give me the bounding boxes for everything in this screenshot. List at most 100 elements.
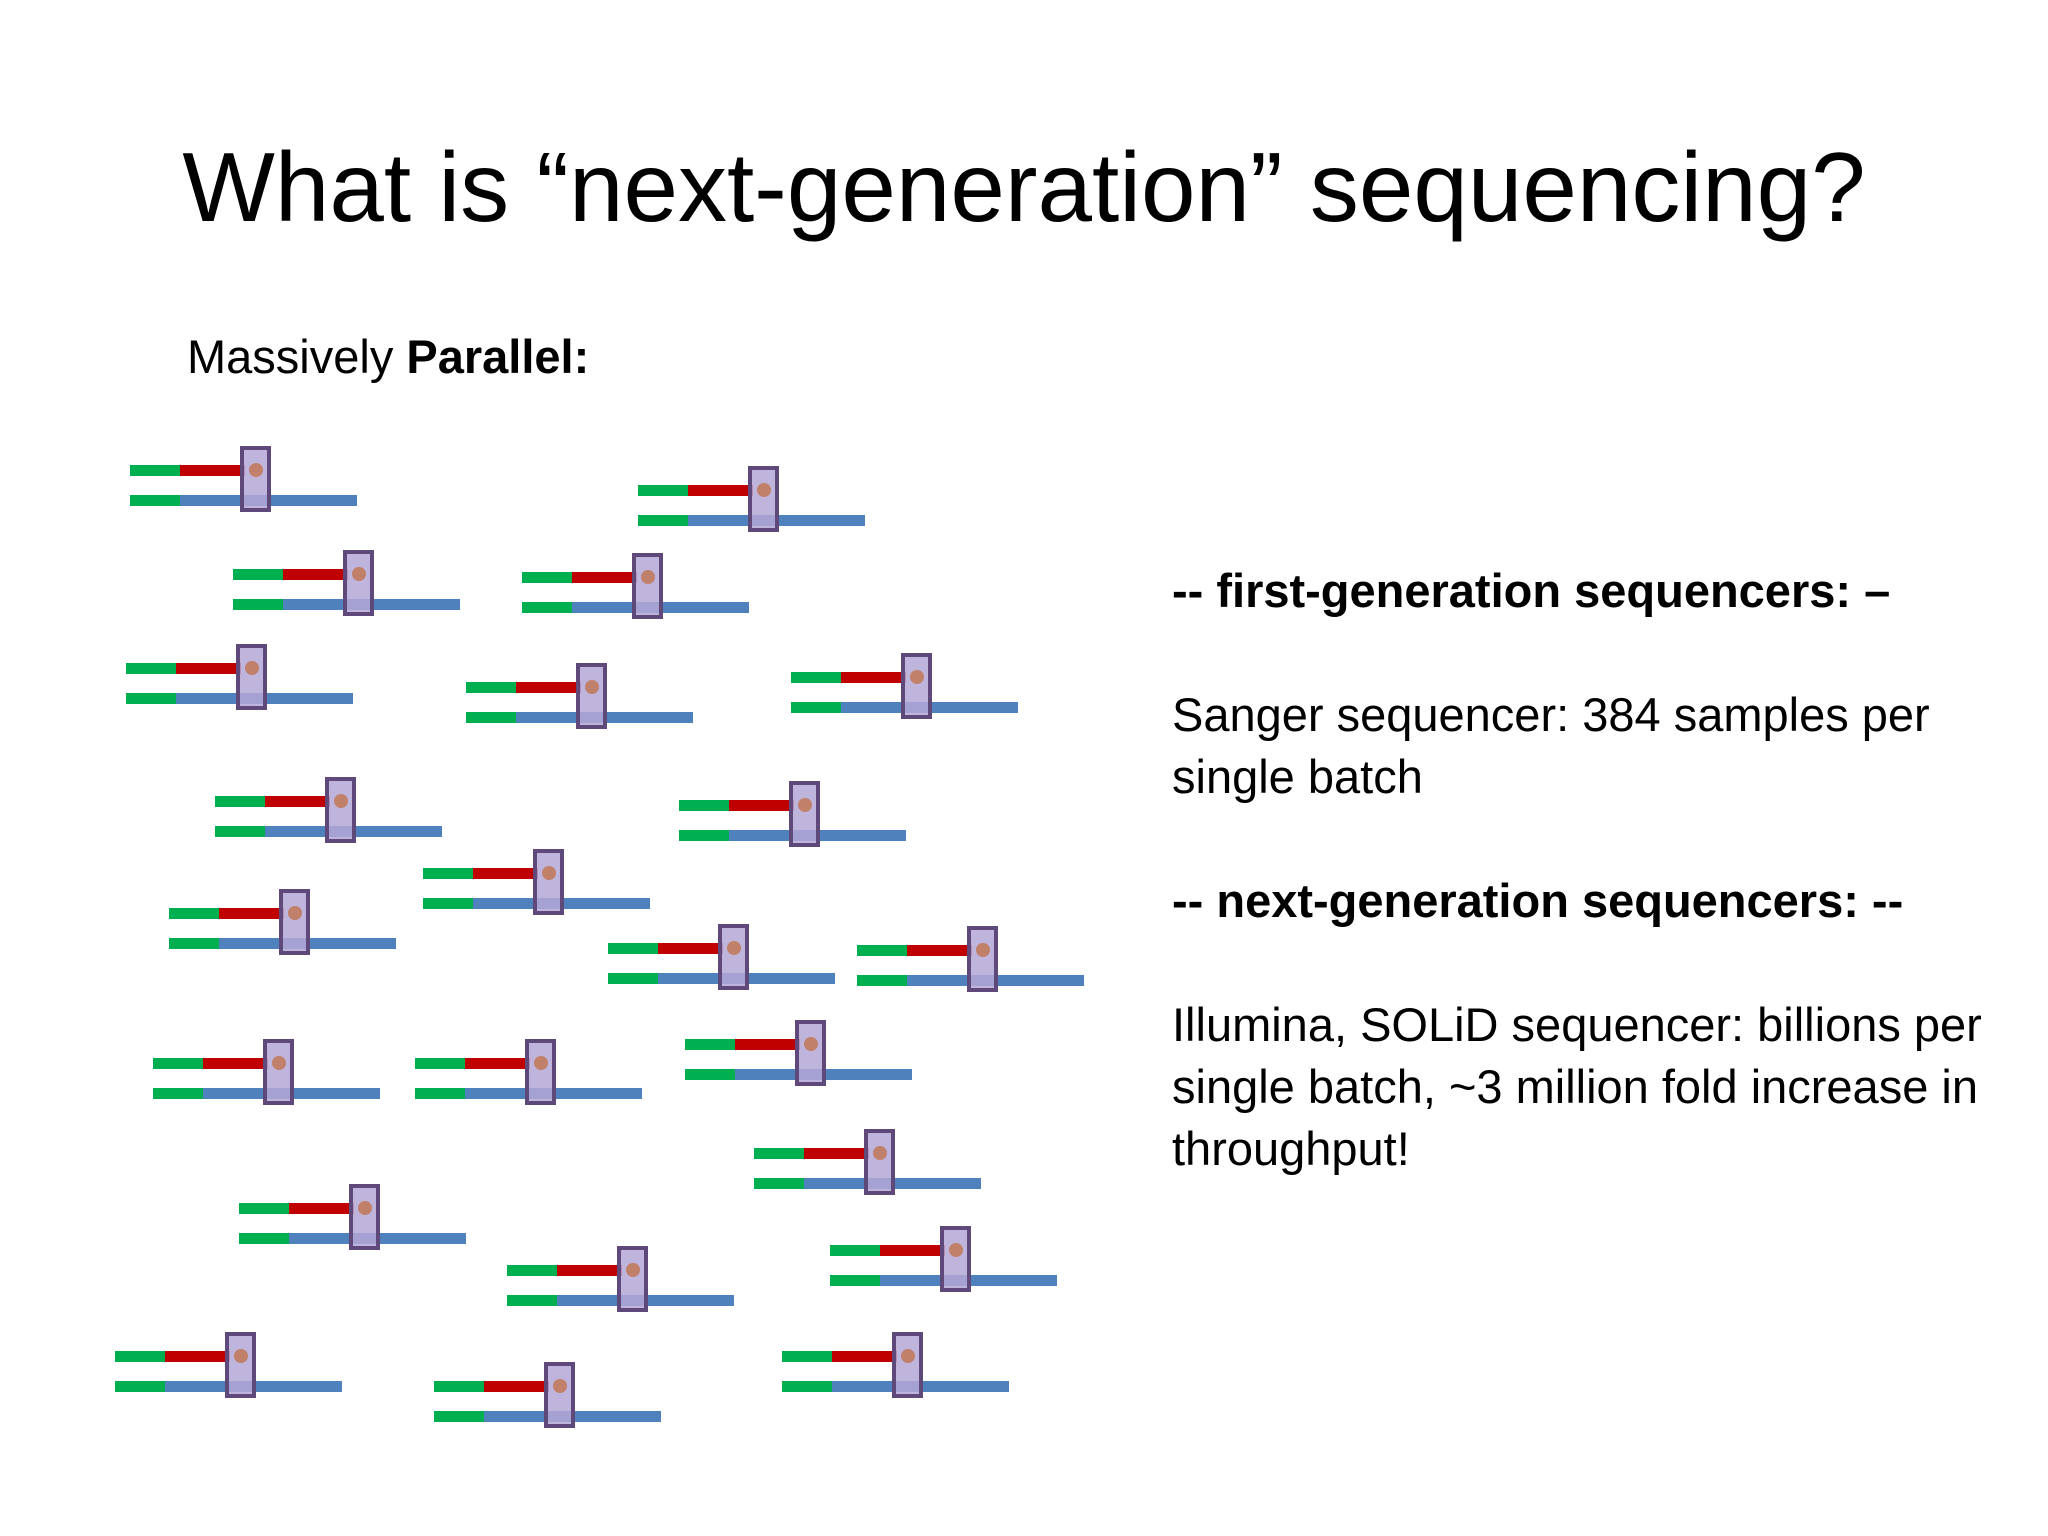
read-adapter-top [830, 1245, 880, 1256]
read-adapter-bottom [169, 938, 219, 949]
polymerase-box [901, 653, 932, 719]
sequencing-read [215, 777, 442, 843]
read-adapter-top [638, 485, 688, 496]
read-adapter-bottom [791, 702, 841, 713]
sequencing-read [233, 550, 460, 616]
polymerase-box [789, 781, 820, 847]
nucleotide-dot [976, 943, 990, 957]
polymerase-box [617, 1246, 648, 1312]
next-gen-body: Illumina, SOLiD sequencer: billions per … [1172, 998, 1982, 1175]
nucleotide-dot [358, 1201, 372, 1215]
sequencing-read [522, 553, 749, 619]
read-adapter-bottom [857, 975, 907, 986]
read-primer [203, 1058, 268, 1069]
sequencing-read [638, 466, 865, 532]
polymerase-box [748, 466, 779, 532]
sequencing-read [466, 663, 693, 729]
nucleotide-dot [910, 670, 924, 684]
read-adapter-bottom [754, 1178, 804, 1189]
sequencing-read [434, 1362, 661, 1428]
read-primer [473, 868, 538, 879]
read-adapter-top [126, 663, 176, 674]
sequencing-read [830, 1226, 1057, 1292]
read-primer [572, 572, 637, 583]
polymerase-box [236, 644, 267, 710]
read-adapter-top [239, 1203, 289, 1214]
nucleotide-dot [798, 798, 812, 812]
sequencing-read [754, 1129, 981, 1195]
read-adapter-bottom [434, 1411, 484, 1422]
polymerase-box [279, 889, 310, 955]
read-primer [729, 800, 794, 811]
read-primer [180, 465, 245, 476]
read-adapter-bottom [126, 693, 176, 704]
nucleotide-dot [641, 570, 655, 584]
read-adapter-bottom [782, 1381, 832, 1392]
sequencing-read [782, 1332, 1009, 1398]
first-gen-heading: -- first-generation sequencers: – [1172, 564, 1891, 617]
read-adapter-top [153, 1058, 203, 1069]
read-adapter-top [857, 945, 907, 956]
polymerase-box [533, 849, 564, 915]
subtitle-prefix: Massively [187, 330, 407, 383]
sequencing-read [679, 781, 906, 847]
read-primer [658, 943, 723, 954]
polymerase-box [576, 663, 607, 729]
polymerase-box [940, 1226, 971, 1292]
read-adapter-top [466, 682, 516, 693]
sequencing-read [791, 653, 1018, 719]
read-primer [283, 569, 348, 580]
read-primer [688, 485, 753, 496]
polymerase-box [544, 1362, 575, 1428]
read-primer [484, 1381, 549, 1392]
read-adapter-bottom [638, 515, 688, 526]
sequencing-read [130, 446, 357, 512]
read-primer [289, 1203, 354, 1214]
read-adapter-top [507, 1265, 557, 1276]
read-primer [465, 1058, 530, 1069]
read-adapter-top [434, 1381, 484, 1392]
nucleotide-dot [249, 463, 263, 477]
subtitle-bold: Parallel: [406, 330, 590, 383]
polymerase-box [349, 1184, 380, 1250]
polymerase-box [864, 1129, 895, 1195]
nucleotide-dot [727, 941, 741, 955]
read-adapter-bottom [215, 826, 265, 837]
nucleotide-dot [804, 1037, 818, 1051]
sequencing-reads-illustration [115, 446, 1084, 1428]
read-adapter-top [754, 1148, 804, 1159]
sequencing-read [153, 1039, 380, 1105]
sequencing-read [423, 849, 650, 915]
first-gen-body: Sanger sequencer: 384 samples per single… [1172, 688, 1930, 803]
read-adapter-top [415, 1058, 465, 1069]
nucleotide-dot [757, 483, 771, 497]
polymerase-box [263, 1039, 294, 1105]
read-adapter-bottom [830, 1275, 880, 1286]
nucleotide-dot [534, 1056, 548, 1070]
read-adapter-top [423, 868, 473, 879]
read-adapter-top [233, 569, 283, 580]
subtitle: Massively Parallel: [187, 333, 589, 380]
read-primer [165, 1351, 230, 1362]
read-adapter-top [522, 572, 572, 583]
read-primer [832, 1351, 897, 1362]
read-primer [735, 1039, 800, 1050]
read-adapter-top [782, 1351, 832, 1362]
sequencing-read [507, 1246, 734, 1312]
polymerase-box [632, 553, 663, 619]
nucleotide-dot [585, 680, 599, 694]
sequencing-read [239, 1184, 466, 1250]
read-adapter-bottom [679, 830, 729, 841]
sequencing-read [415, 1039, 642, 1105]
nucleotide-dot [873, 1146, 887, 1160]
sequencing-read [126, 644, 353, 710]
read-primer [176, 663, 241, 674]
read-adapter-bottom [522, 602, 572, 613]
read-adapter-top [169, 908, 219, 919]
nucleotide-dot [949, 1243, 963, 1257]
read-adapter-top [115, 1351, 165, 1362]
read-primer [804, 1148, 869, 1159]
read-adapter-bottom [466, 712, 516, 723]
read-adapter-bottom [153, 1088, 203, 1099]
nucleotide-dot [352, 567, 366, 581]
